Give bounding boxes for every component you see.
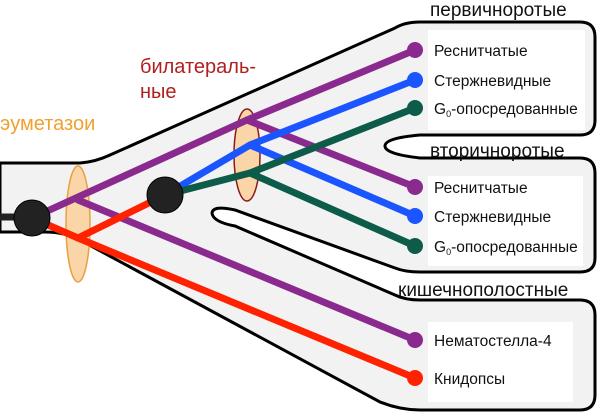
deuterostomes-title: вторичноротые [430,141,565,162]
leaf-dot [407,42,423,58]
branch-go-deuterostome [246,169,419,250]
eumetazoa-label: эуметазои [0,113,95,135]
leaf-dot [407,238,423,254]
branch-nematostella [74,196,419,344]
root-node [13,199,51,237]
leaf-label: Реснитчатые [434,43,528,60]
cnidaria-title: кишечнополостные [398,280,568,301]
protostomes-title: первичноротые [430,0,567,21]
branch-ciliary-deuterostome [243,116,419,191]
eumetazoa-marker [65,165,91,283]
bilateria-node [146,176,184,214]
leaf-dot [407,208,423,224]
leaf-label: G0-опосредованные [434,101,578,119]
leaf-label: Стержневидные [434,73,551,90]
branch-rhabdomeric-deuterostome [246,141,419,220]
bilateria-label-2: ные [140,81,177,103]
leaf-label: Книдопсы [434,371,505,388]
bilateria-label-1: билатераль- [140,56,256,78]
cnidaria-label-box [428,322,573,402]
leaf-dot [407,179,423,195]
leaf-dot [407,332,423,348]
leaf-dot [407,370,423,386]
leaf-dot [407,100,423,116]
protostome-label-box [428,30,585,130]
leaf-label: Нематостелла-4 [434,333,552,350]
leaf-label: Стержневидные [434,209,551,226]
leaf-label: Реснитчатые [434,180,528,197]
leaf-label: G0-опосредованные [434,239,578,257]
deuterostome-label-box [428,176,583,266]
leaf-dot [407,72,423,88]
